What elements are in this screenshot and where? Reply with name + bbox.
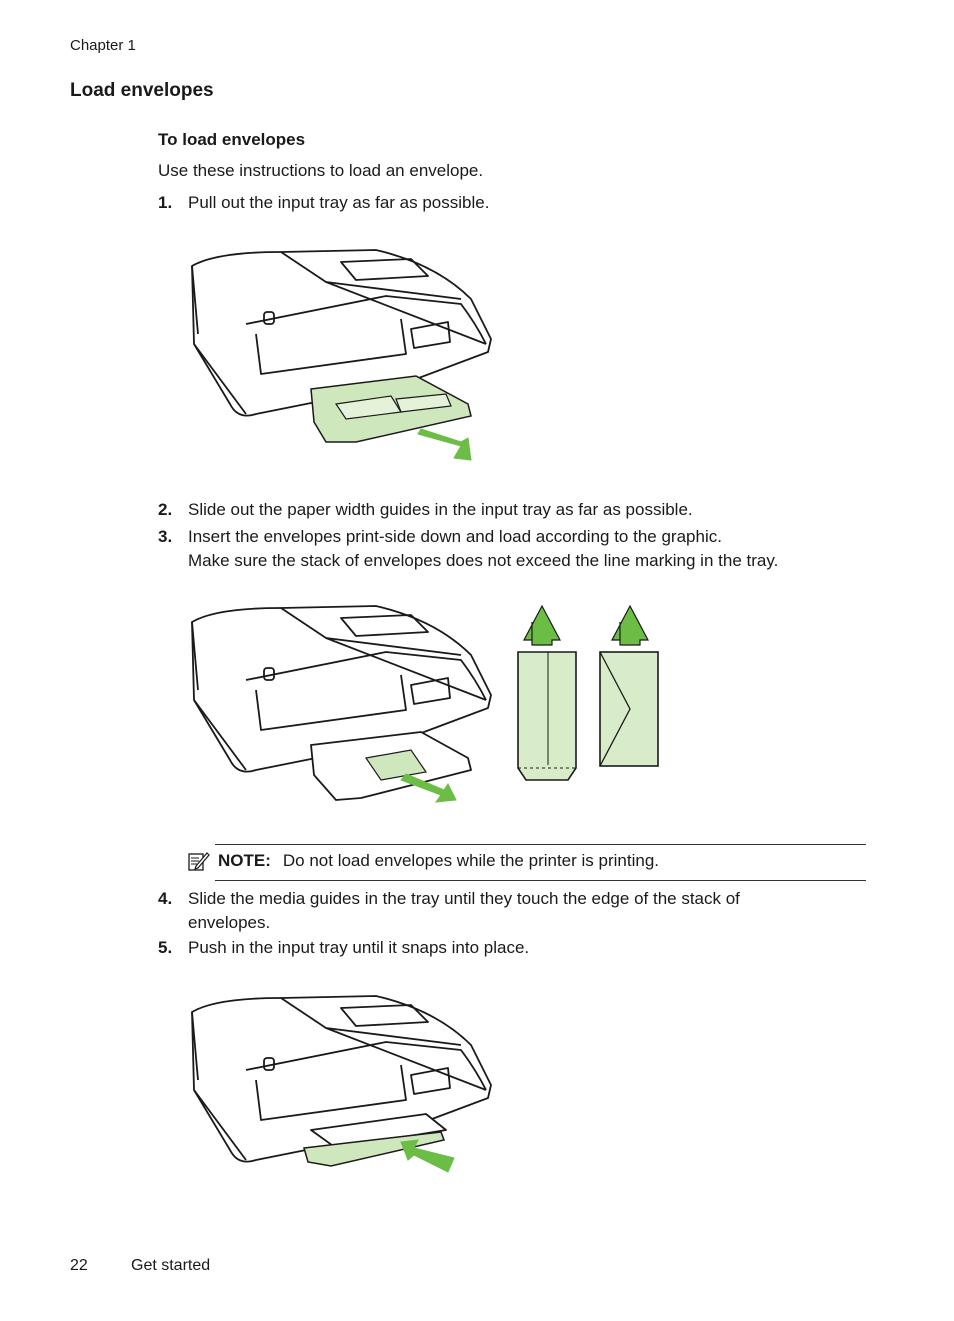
step-text: Slide out the paper width guides in the … [188,500,693,519]
step-text: Slide the media guides in the tray until… [188,887,848,935]
footer-section: Get started [131,1257,211,1274]
section-title: Load envelopes [70,80,214,101]
page-number: 22 [70,1257,88,1274]
step-text-line-2: envelopes. [188,913,271,932]
step-text: Insert the envelopes print-side down and… [188,525,848,573]
step-number: 4. [158,889,173,908]
step-number: 1. [158,193,173,212]
note-block: NOTE: Do not load envelopes while the pri… [188,849,659,873]
note-top-rule [215,844,866,845]
printer-tray-out-illustration [191,249,492,461]
step-number: 2. [158,500,173,519]
printer-tray-in-illustration [191,995,492,1173]
step-text-line-1: Slide the media guides in the tray until… [188,889,740,908]
note-bottom-rule [215,880,866,881]
procedure-title: To load envelopes [158,130,306,149]
step-text: Pull out the input tray as far as possib… [188,193,490,212]
step-text-line-2: Make sure the stack of envelopes does no… [188,551,779,570]
note-text: Do not load envelopes while the printer … [282,851,659,870]
step-text: Push in the input tray until it snaps in… [188,938,530,957]
intro-text: Use these instructions to load an envelo… [158,161,484,180]
running-header: Chapter 1 [70,37,136,54]
step-text-line-1: Insert the envelopes print-side down and… [188,527,722,546]
step-number: 3. [158,527,173,546]
step-number: 5. [158,938,173,957]
note-pencil-icon [188,852,210,871]
printer-envelope-loading-illustration [191,604,659,803]
note-label: NOTE: [218,851,271,870]
